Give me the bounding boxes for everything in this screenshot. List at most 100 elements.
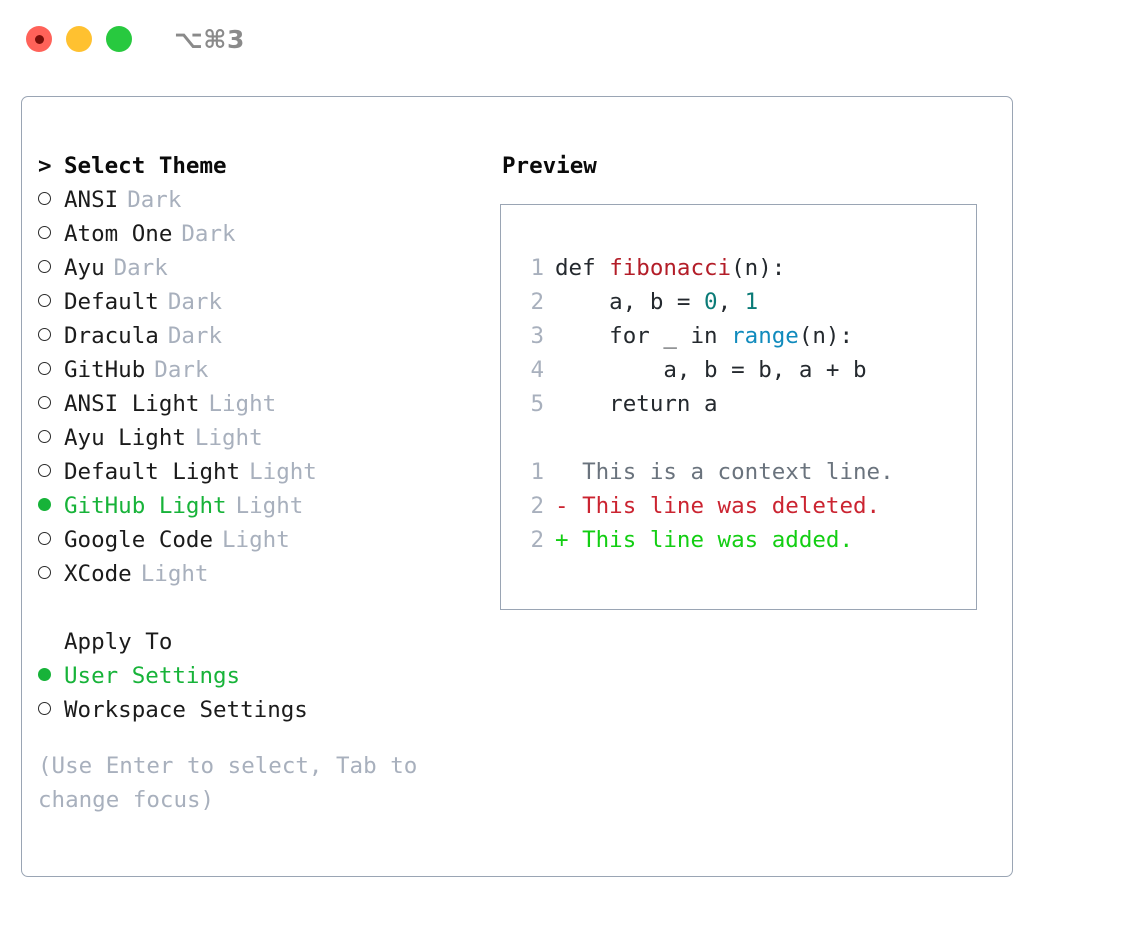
window-titlebar: ⌥⌘3 <box>0 0 1140 78</box>
theme-list-item[interactable]: GitHub Light Light <box>38 489 468 523</box>
window-controls <box>26 26 132 52</box>
theme-variant-tag: Light <box>194 425 263 451</box>
radio-unselected-icon <box>38 523 64 557</box>
line-number: 5 <box>530 391 544 417</box>
line-number: 2 <box>530 289 544 315</box>
code-line: 3 for _ in range(n): <box>501 319 976 353</box>
bullet-shape <box>38 192 51 205</box>
theme-variant-tag: Dark <box>113 255 168 281</box>
code-token: (n): <box>731 255 786 281</box>
bullet-shape <box>38 702 51 715</box>
bullet-shape <box>38 396 51 409</box>
diff-sample: 1 This is a context line.2- This line wa… <box>501 455 976 557</box>
diff-line-number: 2 <box>530 493 544 519</box>
radio-unselected-icon <box>38 183 64 217</box>
diff-line: 2- This line was deleted. <box>501 489 976 523</box>
theme-list-item[interactable]: ANSI Dark <box>38 183 468 217</box>
theme-name-label: ANSI Light <box>64 391 200 417</box>
theme-name-label: Ayu <box>64 255 105 281</box>
bullet-shape <box>38 362 51 375</box>
radio-unselected-icon <box>38 421 64 455</box>
diff-sign <box>555 455 569 489</box>
diff-line-number: 1 <box>530 459 544 485</box>
code-token: return a <box>555 391 718 417</box>
bullet-shape <box>38 294 51 307</box>
bullet-shape <box>38 226 51 239</box>
keyboard-hint-text: (Use Enter to select, Tab to change focu… <box>38 753 418 813</box>
line-number: 1 <box>530 255 544 281</box>
theme-list-item[interactable]: Ayu Light Light <box>38 421 468 455</box>
theme-name-label: GitHub <box>64 357 146 383</box>
bullet-shape <box>38 430 51 443</box>
theme-name-label: Ayu Light <box>64 425 186 451</box>
code-line: 2 a, b = 0, 1 <box>501 285 976 319</box>
theme-list-item[interactable]: Google Code Light <box>38 523 468 557</box>
theme-list-item[interactable]: GitHub Dark <box>38 353 468 387</box>
radio-unselected-icon <box>38 455 64 489</box>
theme-variant-tag: Dark <box>167 323 223 349</box>
theme-list-item[interactable]: Dracula Dark <box>38 319 468 353</box>
bullet-shape <box>38 566 51 579</box>
radio-unselected-icon <box>38 387 64 421</box>
radio-unselected-icon <box>38 217 64 251</box>
code-token: def <box>555 255 610 281</box>
code-token: (n): <box>798 323 854 349</box>
select-theme-header: > Select Theme <box>38 149 468 183</box>
theme-variant-tag: Dark <box>181 221 236 247</box>
apply-to-title: Apply To <box>64 629 173 655</box>
theme-name-label: Dracula <box>64 323 159 349</box>
theme-variant-tag: Dark <box>127 187 182 213</box>
bullet-shape <box>38 464 51 477</box>
apply-to-option[interactable]: Workspace Settings <box>38 693 468 727</box>
line-number: 4 <box>530 357 544 383</box>
theme-variant-tag: Light <box>208 391 277 417</box>
apply-to-option-label: User Settings <box>64 663 241 689</box>
bullet-shape <box>38 532 51 545</box>
theme-variant-tag: Dark <box>167 289 223 315</box>
theme-name-label: ANSI <box>64 187 119 213</box>
close-button-icon[interactable] <box>26 26 52 52</box>
theme-name-label: Google Code <box>64 527 214 553</box>
bullet-shape <box>38 498 51 511</box>
radio-unselected-icon <box>38 557 64 591</box>
code-token: fibonacci <box>609 255 732 281</box>
keyboard-shortcut-label: ⌥⌘3 <box>174 24 245 54</box>
select-theme-title: Select Theme <box>64 153 227 179</box>
radio-selected-icon <box>38 489 64 523</box>
minimize-button-icon[interactable] <box>66 26 92 52</box>
theme-list-item[interactable]: Atom One Dark <box>38 217 468 251</box>
zoom-button-icon[interactable] <box>106 26 132 52</box>
theme-name-label: GitHub Light <box>64 493 227 519</box>
code-token: , <box>717 289 745 315</box>
section-spacer <box>38 591 468 625</box>
theme-variant-tag: Light <box>235 493 304 519</box>
diff-sign: - <box>555 493 569 519</box>
bullet-shape <box>38 260 51 273</box>
theme-list-item[interactable]: Ayu Dark <box>38 251 468 285</box>
code-token: a, b = <box>555 289 705 315</box>
code-line: 4 a, b = b, a + b <box>501 353 976 387</box>
theme-list-item[interactable]: ANSI Light Light <box>38 387 468 421</box>
theme-name-label: Default Light <box>64 459 241 485</box>
code-token: 0 <box>704 289 718 315</box>
theme-name-label: Atom One <box>64 221 173 247</box>
line-number: 3 <box>530 323 544 349</box>
apply-to-option-label: Workspace Settings <box>64 697 308 723</box>
diff-sign: + <box>555 527 569 553</box>
theme-variant-tag: Light <box>222 527 290 553</box>
apply-to-option[interactable]: User Settings <box>38 659 468 693</box>
diff-line: 2+ This line was added. <box>501 523 976 557</box>
radio-unselected-icon <box>38 251 64 285</box>
theme-variant-tag: Dark <box>154 357 209 383</box>
code-diff-gap <box>501 421 976 455</box>
code-token: 1 <box>744 289 759 315</box>
